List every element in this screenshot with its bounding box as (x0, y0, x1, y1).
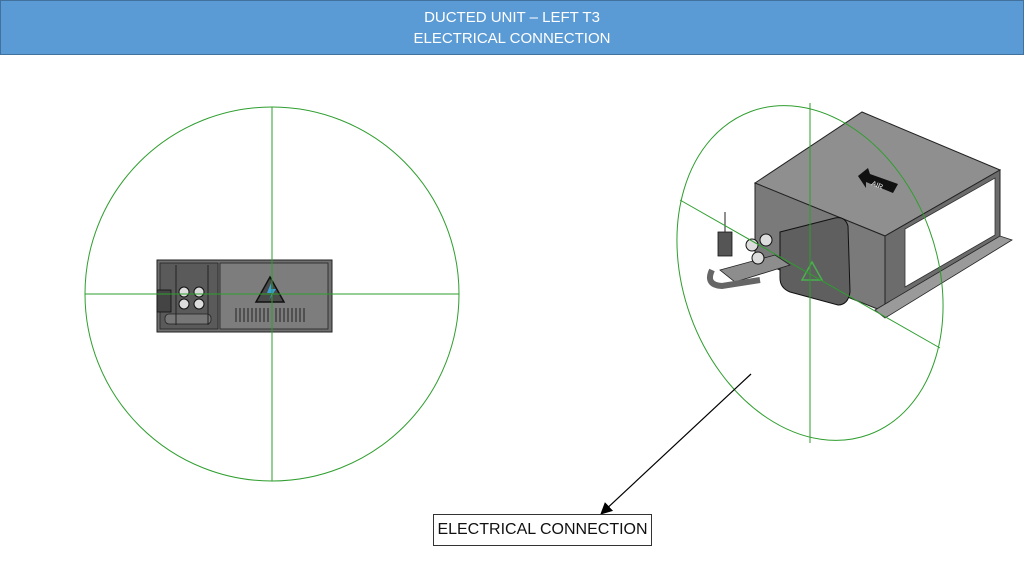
warning-triangle-iso-icon (800, 260, 824, 281)
isometric-view: AIR (676, 103, 1013, 443)
header-title-line-2: ELECTRICAL CONNECTION (413, 29, 611, 47)
air-arrow-label: AIR (870, 180, 883, 191)
front-view (84, 106, 460, 482)
air-arrow-icon (858, 168, 898, 193)
callout-box: ELECTRICAL CONNECTION (433, 514, 652, 546)
callout-label: ELECTRICAL CONNECTION (437, 521, 648, 538)
callout-leader-arrow (600, 373, 752, 515)
guide-ellipse-right (676, 105, 944, 441)
vent-slots-front (235, 308, 305, 322)
ducted-unit-front (156, 259, 333, 333)
slide-header: DUCTED UNIT – LEFT T3 ELECTRICAL CONNECT… (0, 0, 1024, 55)
header-title-line-1: DUCTED UNIT – LEFT T3 (424, 8, 600, 26)
